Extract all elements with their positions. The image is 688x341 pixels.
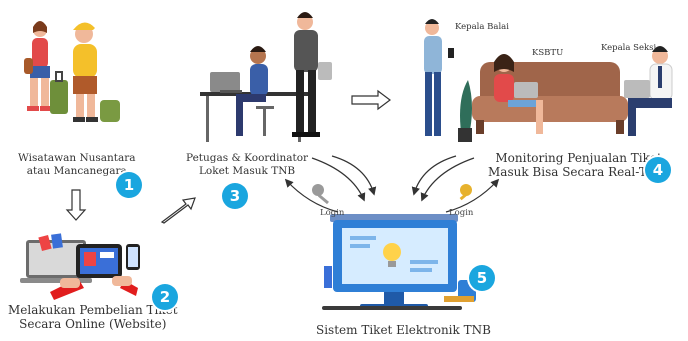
staff-illustration xyxy=(200,12,332,142)
step-1-badge: 1 xyxy=(116,172,142,198)
step-3-badge: 3 xyxy=(222,183,248,209)
online-purchase-illustration xyxy=(20,233,140,300)
step-2-line2: Secara Online (Website) xyxy=(19,317,167,331)
step-5-caption: Sistem Tiket Elektronik TNB xyxy=(316,323,491,337)
step-5-badge: 5 xyxy=(469,265,495,291)
step-1-caption: Wisatawan Nusantara atau Mancanegara xyxy=(18,152,136,178)
tourists-illustration xyxy=(24,21,120,122)
key-gray-icon xyxy=(312,184,329,205)
tag-kepala-balai: Kepala Balai xyxy=(455,22,509,32)
login-label-left: Login xyxy=(320,208,345,218)
step-1-line2: atau Mancanegara xyxy=(26,165,127,177)
step-4-badge: 4 xyxy=(645,157,671,183)
tag-kepala-seksi: Kepala Seksi xyxy=(601,43,657,53)
step-2-badge: 2 xyxy=(152,284,178,310)
step-2-caption: Melakukan Pembelian Tiket Secara Online … xyxy=(8,303,178,331)
tag-ksbtu: KSBTU xyxy=(532,48,564,58)
step-3-caption: Petugas & Koordinator Loket Masuk TNB xyxy=(186,152,308,178)
management-illustration xyxy=(424,19,673,142)
flow-arrows xyxy=(65,89,500,224)
monitor-illustration xyxy=(322,214,476,310)
step-4-line1: Monitoring Penjualan Tiket xyxy=(495,151,662,165)
step-1-line1: Wisatawan Nusantara xyxy=(18,152,136,164)
key-gold-icon xyxy=(459,184,472,201)
step-5-line1: Sistem Tiket Elektronik TNB xyxy=(316,323,491,337)
step-4-line2: Masuk Bisa Secara Real-Time xyxy=(488,165,670,179)
step-2-line1: Melakukan Pembelian Tiket xyxy=(8,303,178,317)
step-4-caption: Monitoring Penjualan Tiket Masuk Bisa Se… xyxy=(488,151,669,179)
step-3-line1: Petugas & Koordinator xyxy=(186,152,309,164)
step-3-line2: Loket Masuk TNB xyxy=(198,165,296,177)
login-label-right: Login xyxy=(449,208,474,218)
